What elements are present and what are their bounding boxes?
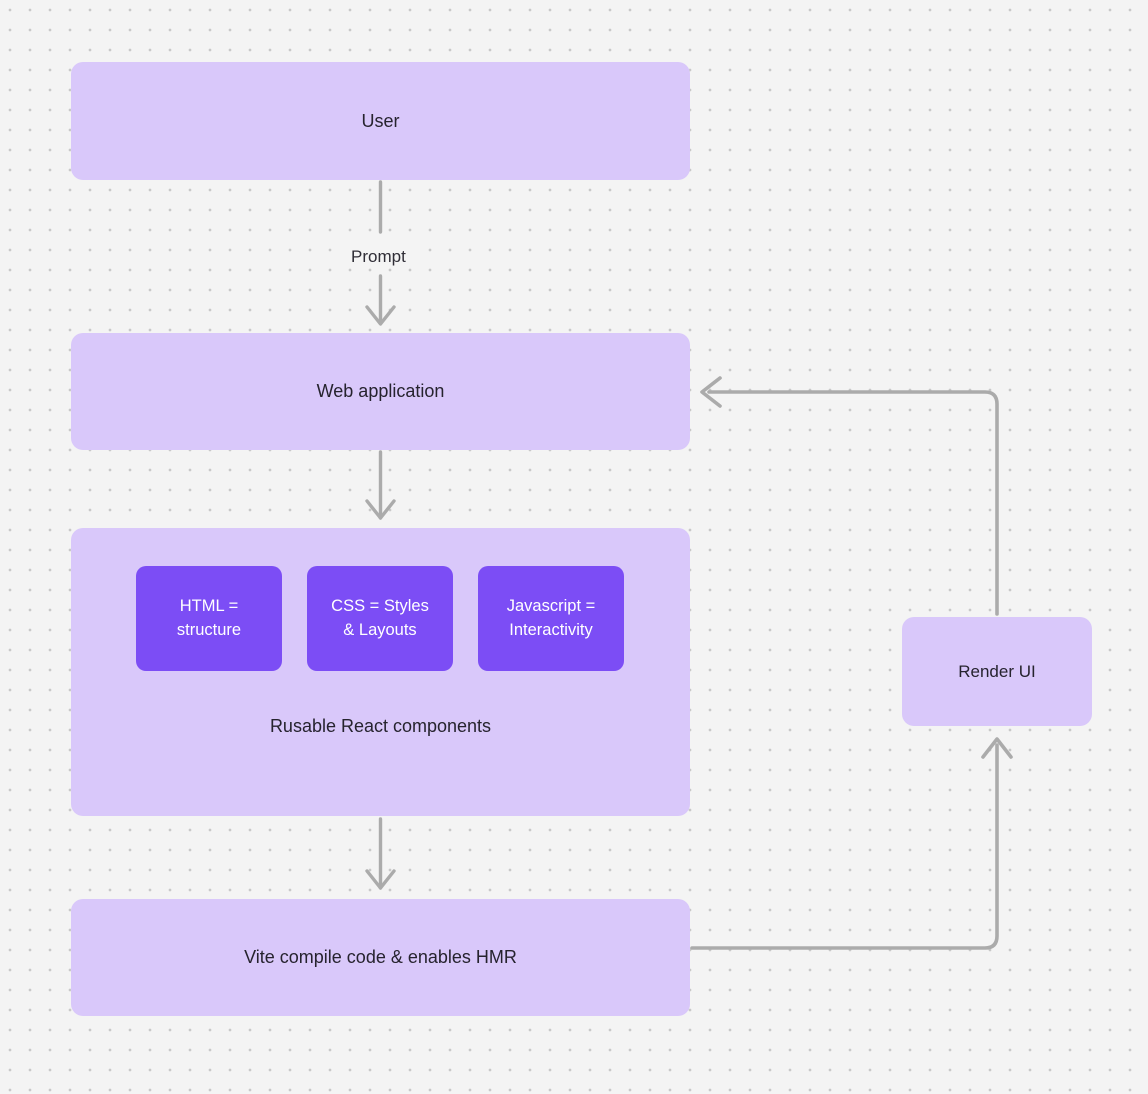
chip-row: HTML = structure CSS = Styles & Layouts … — [136, 566, 624, 671]
edge-components-to-vite — [365, 817, 396, 890]
chip-javascript-line1: Javascript = — [506, 596, 596, 615]
edge-prompt-to-webapp — [365, 274, 396, 326]
node-vite-label: Vite compile code & enables HMR — [244, 947, 517, 967]
edge-render-to-webapp — [700, 376, 999, 616]
edge-webapp-to-components — [365, 450, 396, 520]
node-web-application-label: Web application — [316, 381, 445, 401]
node-web-application[interactable]: Web application — [71, 333, 690, 450]
chip-html[interactable]: HTML = structure — [136, 566, 282, 671]
node-render-ui-label: Render UI — [958, 661, 1036, 681]
node-react-components[interactable]: HTML = structure CSS = Styles & Layouts … — [71, 528, 690, 816]
chip-javascript[interactable]: Javascript = Interactivity — [478, 566, 624, 671]
chip-css[interactable]: CSS = Styles & Layouts — [307, 566, 453, 671]
chip-css-line1: CSS = Styles — [331, 596, 429, 615]
node-render-ui[interactable]: Render UI — [902, 617, 1092, 726]
chip-javascript-line2: Interactivity — [509, 620, 593, 639]
edge-vite-to-render — [690, 737, 1013, 950]
node-react-components-caption: Rusable React components — [269, 716, 492, 736]
chip-html-line1: HTML = — [179, 596, 239, 615]
node-user-label: User — [361, 110, 400, 131]
node-user[interactable]: User — [71, 62, 690, 180]
edge-label-prompt: Prompt — [344, 246, 413, 268]
chip-html-line2: structure — [176, 620, 242, 639]
node-vite[interactable]: Vite compile code & enables HMR — [71, 899, 690, 1016]
chip-css-line2: & Layouts — [343, 620, 417, 639]
